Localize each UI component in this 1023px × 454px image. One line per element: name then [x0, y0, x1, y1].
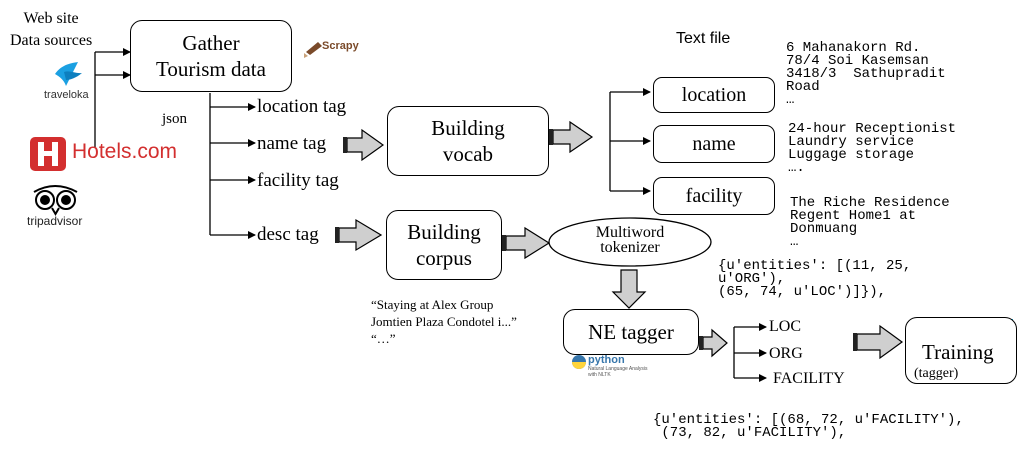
scrapy-label: Scrapy	[322, 40, 359, 52]
block-arrows	[338, 120, 904, 360]
data-sources-heading: Web site Data sources	[10, 8, 92, 52]
json-label: json	[162, 111, 188, 127]
arrow-output-to-training	[856, 324, 904, 360]
hotels-logo-icon	[30, 137, 66, 171]
gather-tourism-data-box: Gather Tourism data	[130, 20, 292, 92]
loc-output-label: LOC	[769, 318, 801, 335]
multiword-tokenizer-ellipse	[548, 217, 712, 267]
name-box: name	[653, 125, 775, 163]
multiword-tokenizer-label: Multiword tokenizer	[595, 224, 665, 256]
tripadvisor-label: tripadvisor	[27, 214, 83, 228]
arrow-vocab-to-textfile	[552, 120, 594, 154]
arrow-desctag-to-corpus	[338, 218, 383, 252]
name-box-label: name	[692, 132, 736, 155]
arrow-corpus-to-tokenizer	[505, 226, 551, 260]
location-box-label: location	[681, 83, 747, 106]
tripadvisor-owl-icon	[33, 185, 78, 216]
location-box: location	[653, 77, 775, 113]
facility-tag-label: facility tag	[257, 170, 339, 191]
arrow-tokenizer-to-tagger	[611, 269, 647, 309]
tag-tree	[209, 93, 256, 239]
spacy-badge-label: spaCy	[979, 321, 1007, 331]
training-sub-label: (tagger)	[914, 366, 959, 381]
scrapy-logo-icon	[304, 42, 322, 58]
arrow-nametag-to-vocab	[346, 128, 385, 162]
entities-sample-2: {u'entities': [(68, 72, u'FACILITY'), (7…	[653, 412, 964, 441]
traveloka-label: traveloka	[44, 89, 89, 101]
python-subtitle-2: with NLTK	[588, 372, 611, 378]
location-tag-label: location tag	[257, 96, 347, 117]
traveloka-bird-icon	[55, 62, 82, 86]
python-label: python	[588, 354, 625, 366]
facility-box: facility	[653, 177, 775, 215]
desc-tag-label: desc tag	[257, 224, 319, 245]
entities-sample-1: {u'entities': [(11, 25, u'ORG'), (65, 74…	[718, 258, 912, 300]
hotels-label: Hotels.com	[72, 140, 178, 163]
facility-output-label: FACILITY	[773, 370, 845, 387]
ne-tagger-box: NE tagger	[563, 309, 699, 355]
building-vocab-label: Building vocab	[431, 116, 505, 166]
training-label: Training	[922, 340, 994, 364]
vocab-tree	[609, 88, 651, 195]
gather-label: Gather Tourism data	[156, 31, 266, 81]
text-file-label: Text file	[676, 30, 731, 47]
building-corpus-label: Building corpus	[407, 220, 481, 270]
org-output-label: ORG	[769, 345, 803, 362]
building-corpus-box: Building corpus	[386, 210, 502, 280]
training-box	[905, 317, 1017, 384]
ne-tagger-label: NE tagger	[588, 319, 674, 344]
ne-output-tree	[733, 323, 767, 382]
source-connectors	[94, 48, 131, 148]
python-subtitle-1: Natural Language Analysis	[588, 366, 648, 372]
heading-line1: Web site	[23, 10, 79, 27]
building-vocab-box: Building vocab	[387, 106, 549, 176]
python-logo-icon	[572, 355, 586, 369]
name-samples: 24-hour Receptionist Laundry service Lug…	[788, 121, 957, 176]
name-tag-label: name tag	[257, 133, 327, 154]
facility-box-label: facility	[685, 184, 743, 207]
location-samples: 6 Mahanakorn Rd. 78/4 Soi Kasemsan 3418/…	[786, 40, 946, 108]
arrow-tagger-to-output	[702, 328, 728, 358]
arrow-tails	[335, 129, 857, 351]
facility-samples: The Riche Residence Regent Home1 at Donm…	[790, 195, 950, 250]
corpus-quote: “Staying at Alex Group Jomtien Plaza Con…	[371, 297, 517, 346]
heading-line2: Data sources	[10, 32, 93, 49]
